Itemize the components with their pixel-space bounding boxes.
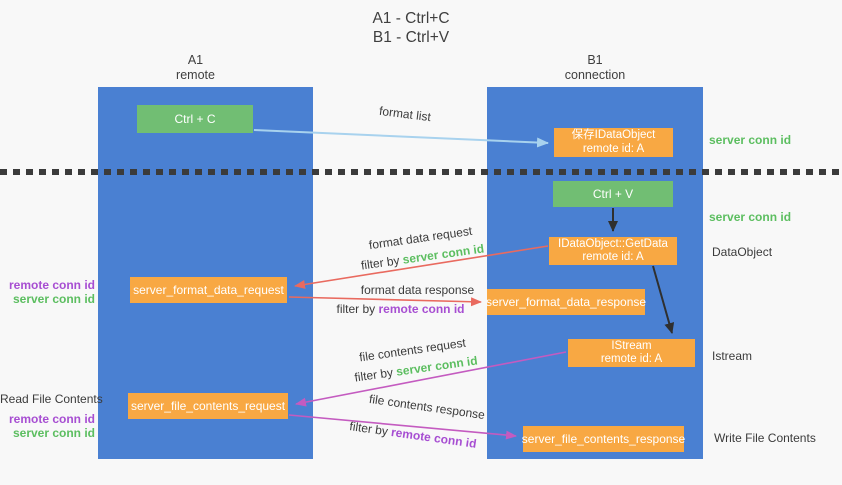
server-conn-id-annotation-top: server conn id — [709, 133, 792, 147]
write-file-contents-annotation: Write File Contents — [714, 431, 816, 445]
ctrl-v-node: Ctrl + V — [553, 181, 673, 207]
istream-line2: remote id: A — [600, 353, 663, 365]
remote-conn-id-annotation-file: remote conn id — [8, 412, 95, 426]
server-file-contents-request-label: server_file_contents_request — [130, 399, 286, 413]
format-list-caption: format list — [378, 103, 432, 125]
ctrl-c-label: Ctrl + C — [174, 112, 216, 126]
lifeline-header-a1: A1 remote — [88, 53, 303, 83]
ctrl-v-label: Ctrl + V — [592, 187, 634, 201]
filter-by-text: filter by — [348, 419, 393, 439]
diagram-title: A1 - Ctrl+C B1 - Ctrl+V — [0, 9, 822, 47]
dataobject-annotation: DataObject — [712, 245, 773, 259]
server-format-data-response-label: server_format_data_response — [485, 295, 647, 309]
format-data-response-caption: format data response — [360, 283, 475, 297]
filter-by-text: filter by — [336, 302, 379, 316]
server-conn-id-annotation-format: server conn id — [12, 292, 95, 306]
lifeline-b1-role: connection — [564, 68, 626, 82]
filter-by-text: filter by — [353, 364, 398, 385]
istream-line1: IStream — [611, 339, 652, 352]
save-idataobject-node: 保存IDataObject remote id: A — [554, 128, 673, 157]
title-line-2: B1 - Ctrl+V — [372, 29, 450, 46]
filter-by-text: filter by — [360, 252, 404, 273]
title-line-1: A1 - Ctrl+C — [372, 10, 450, 27]
ctrl-c-node: Ctrl + C — [137, 105, 253, 133]
server-format-data-request-label: server_format_data_request — [133, 283, 284, 297]
remote-conn-id-text: remote conn id — [378, 302, 465, 316]
remote-conn-id-text: remote conn id — [390, 425, 478, 451]
idataobject-getdata-node: IDataObject::GetData remote id: A — [549, 237, 677, 265]
file-contents-response-filter-caption: filter by remote conn id — [343, 418, 484, 451]
server-file-contents-request-node: server_file_contents_request — [128, 393, 288, 419]
lifeline-a1-name: A1 — [187, 53, 204, 67]
server-file-contents-response-label: server_file_contents_response — [521, 432, 686, 446]
server-file-contents-response-node: server_file_contents_response — [521, 426, 686, 452]
remote-conn-id-annotation-format: remote conn id — [8, 278, 95, 292]
getdata-line1: IDataObject::GetData — [558, 237, 668, 250]
format-data-response-filter-caption: filter by remote conn id — [328, 302, 473, 316]
save-idataobject-line1: 保存IDataObject — [571, 129, 656, 141]
save-idataobject-line2: remote id: A — [582, 142, 645, 155]
copy-paste-divider-line — [0, 169, 842, 175]
server-format-data-response-node: server_format_data_response — [485, 289, 647, 315]
istream-node: IStream remote id: A — [568, 339, 695, 367]
server-conn-id-annotation-file: server conn id — [12, 426, 95, 440]
getdata-line2: remote id: A — [582, 251, 644, 263]
read-file-contents-annotation: Read File Contents — [0, 392, 103, 406]
lifeline-b1-name: B1 — [587, 53, 603, 67]
server-conn-id-annotation-mid: server conn id — [709, 210, 792, 224]
istream-annotation: Istream — [712, 349, 753, 363]
lifeline-header-b1: B1 connection — [487, 53, 703, 83]
lifeline-a1-role: remote — [176, 68, 215, 82]
server-format-data-request-node: server_format_data_request — [130, 277, 287, 303]
file-contents-response-caption: file contents response — [368, 391, 486, 423]
